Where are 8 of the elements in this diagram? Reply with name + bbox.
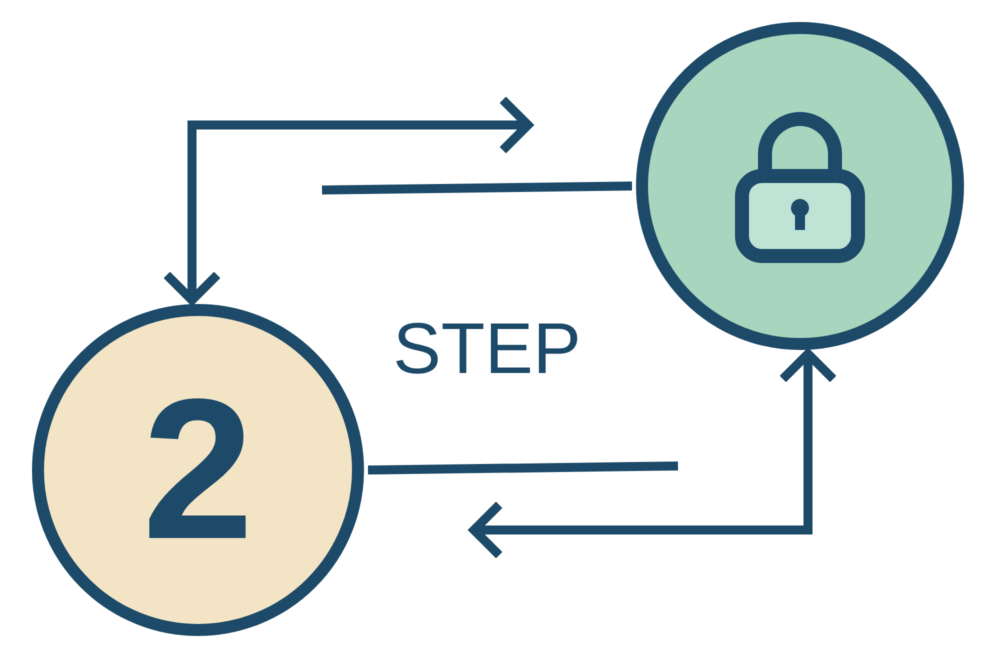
arrow — [470, 349, 834, 556]
arrow — [166, 98, 532, 305]
connector-line — [322, 182, 632, 194]
circle-node — [636, 22, 964, 350]
connector-line — [368, 462, 678, 474]
heading-text: STEP — [393, 313, 582, 385]
circle-node — [32, 304, 364, 636]
step-number: 2 — [142, 370, 254, 570]
